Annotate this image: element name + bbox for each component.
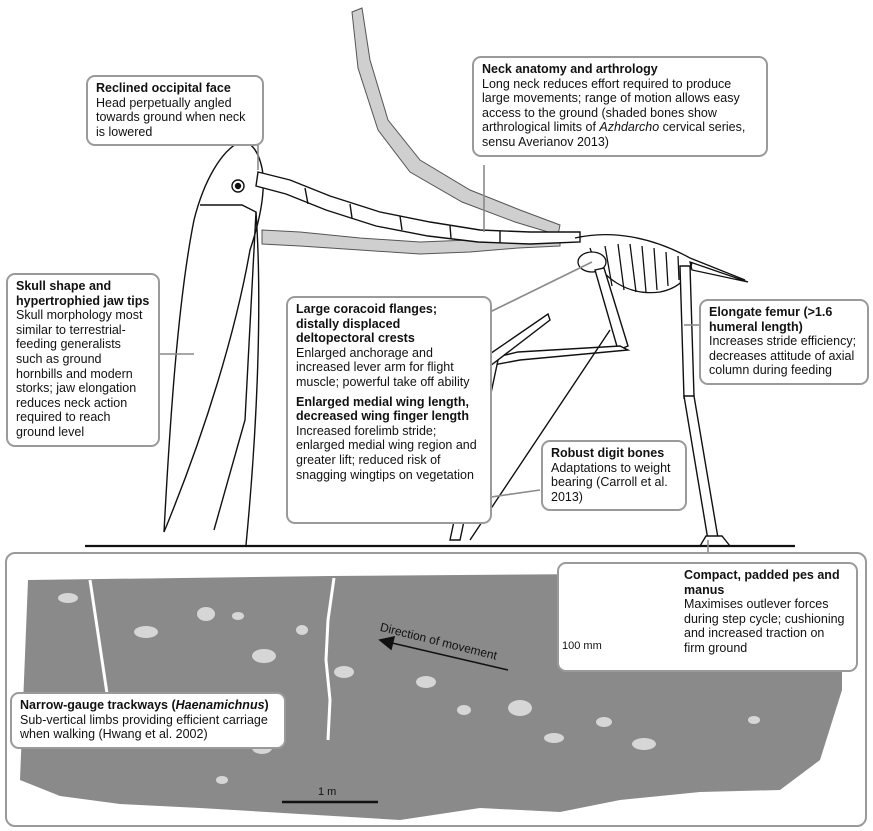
shaded-neck-lower	[261, 229, 561, 255]
tail	[689, 260, 749, 283]
neck	[255, 171, 581, 245]
callout-body: Head perpetually angled towards ground w…	[96, 95, 246, 139]
callout-title-wing: Enlarged medial wing length, decreased w…	[296, 394, 469, 424]
callout-body: Enlarged anchorage and increased lever a…	[296, 345, 470, 389]
lower-jaw	[245, 211, 260, 546]
skull-outline	[163, 141, 264, 533]
callout-femur: Elongate femur (>1.6 humeral length) Inc…	[699, 299, 869, 385]
humerus	[594, 267, 629, 351]
callout-body: Maximises outlever forces during step cy…	[684, 597, 845, 655]
callout-title: Reclined occipital face	[96, 81, 231, 95]
shaded-neck-upper	[351, 7, 561, 236]
footprints	[58, 593, 760, 784]
callout-title: Robust digit bones	[551, 446, 665, 460]
callout-occipital: Reclined occipital face Head perpetually…	[86, 75, 264, 147]
callout-title: Skull shape and hypertrophied jaw tips	[16, 279, 150, 308]
callout-title: Large coracoid flanges; distally displac…	[296, 302, 438, 346]
tibia	[683, 395, 719, 541]
scale-label-100mm: 100 mm	[562, 640, 602, 652]
callout-title: Compact, padded pes and manus	[684, 568, 840, 597]
slab-crack-1	[88, 579, 110, 701]
callout-coracoid-wing: Large coracoid flanges; distally displac…	[286, 296, 492, 524]
callout-skull: Skull shape and hypertrophied jaw tips S…	[6, 273, 160, 447]
callout-body: Adaptations to weight bearing (Carroll e…	[551, 460, 671, 504]
callout-digit: Robust digit bones Adaptations to weight…	[541, 440, 687, 512]
shaded-neck-limits	[261, 7, 561, 255]
neck-vertebrae	[255, 171, 581, 245]
callout-neck: Neck anatomy and arthrology Long neck re…	[472, 56, 768, 157]
skull	[163, 141, 264, 546]
callout-body: Sub-vertical limbs providing efficient c…	[20, 712, 268, 742]
callout-trackway: Narrow-gauge trackways (Haenamichnus) Su…	[10, 692, 286, 749]
femur	[679, 265, 695, 399]
direction-arrow	[378, 635, 509, 671]
callout-title: Elongate femur (>1.6 humeral length)	[709, 305, 833, 334]
callout-body: Increases stride efficiency; decreases a…	[709, 334, 857, 378]
wing-membrane-line	[469, 329, 611, 541]
slab-crack-2	[324, 577, 336, 741]
callout-title: Neck anatomy and arthrology	[482, 62, 658, 76]
callout-title: Narrow-gauge trackways (Haenamichnus)	[20, 698, 269, 712]
callout-body-wing: Increased forelimb stride; enlarged medi…	[296, 423, 477, 482]
scale-label-1m: 1 m	[318, 786, 337, 798]
spine	[574, 234, 746, 281]
callout-body: Skull morphology most similar to terrest…	[16, 308, 143, 439]
orbit-inner	[234, 182, 242, 190]
callout-pes-manus: Compact, padded pes and manus Maximises …	[557, 562, 858, 672]
callout-body: Long neck reduces effort required to pro…	[482, 76, 746, 149]
leader-lines	[160, 122, 709, 553]
foot	[698, 535, 732, 547]
